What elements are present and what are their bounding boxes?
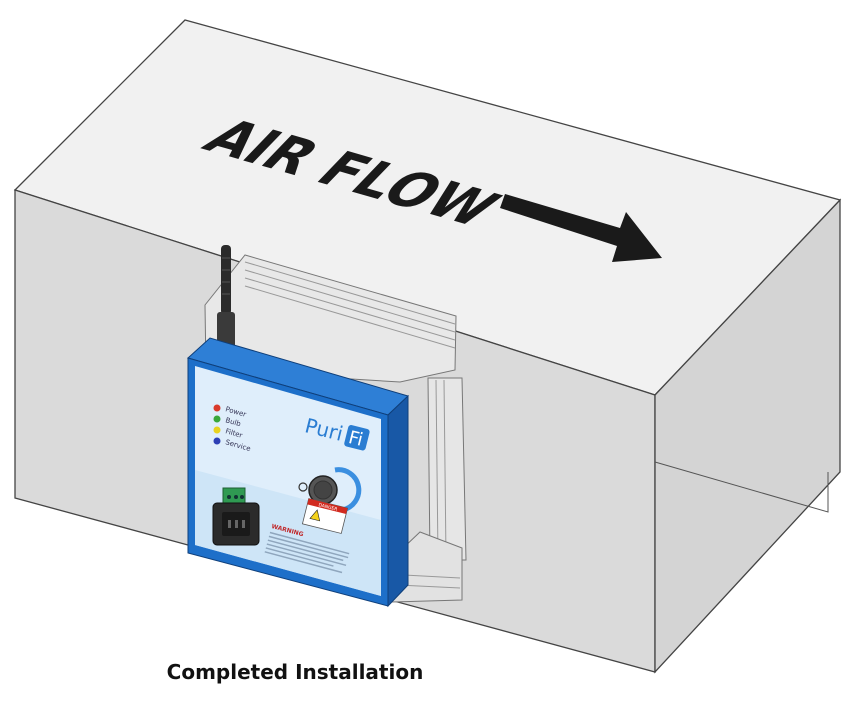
filter-led-icon [213, 426, 221, 434]
terminal-block-icon [222, 487, 246, 507]
service-led-icon [213, 437, 221, 445]
power-inlet-icon [212, 502, 260, 546]
bulb-led-icon [213, 415, 221, 423]
air-flow-arrow-icon [500, 194, 662, 262]
purifi-control-unit: Power Bulb Filter Service Puri Fi [186, 337, 409, 608]
duct-side-face [654, 198, 841, 674]
warning-text-block: WARNING [264, 523, 350, 574]
danger-label: DANGER [301, 498, 349, 534]
duct-inner-edge [654, 461, 829, 513]
selector-knob-icon [298, 467, 362, 513]
mounting-plate-side [427, 377, 467, 561]
figure-caption: Completed Installation [166, 660, 424, 684]
warning-triangle-icon [309, 509, 321, 522]
brand-suffix: Fi [346, 427, 365, 451]
mounting-plate-ribs [244, 261, 456, 349]
power-led-icon [213, 404, 221, 412]
danger-label-heading: DANGER [318, 502, 338, 512]
unit-side [387, 394, 409, 608]
